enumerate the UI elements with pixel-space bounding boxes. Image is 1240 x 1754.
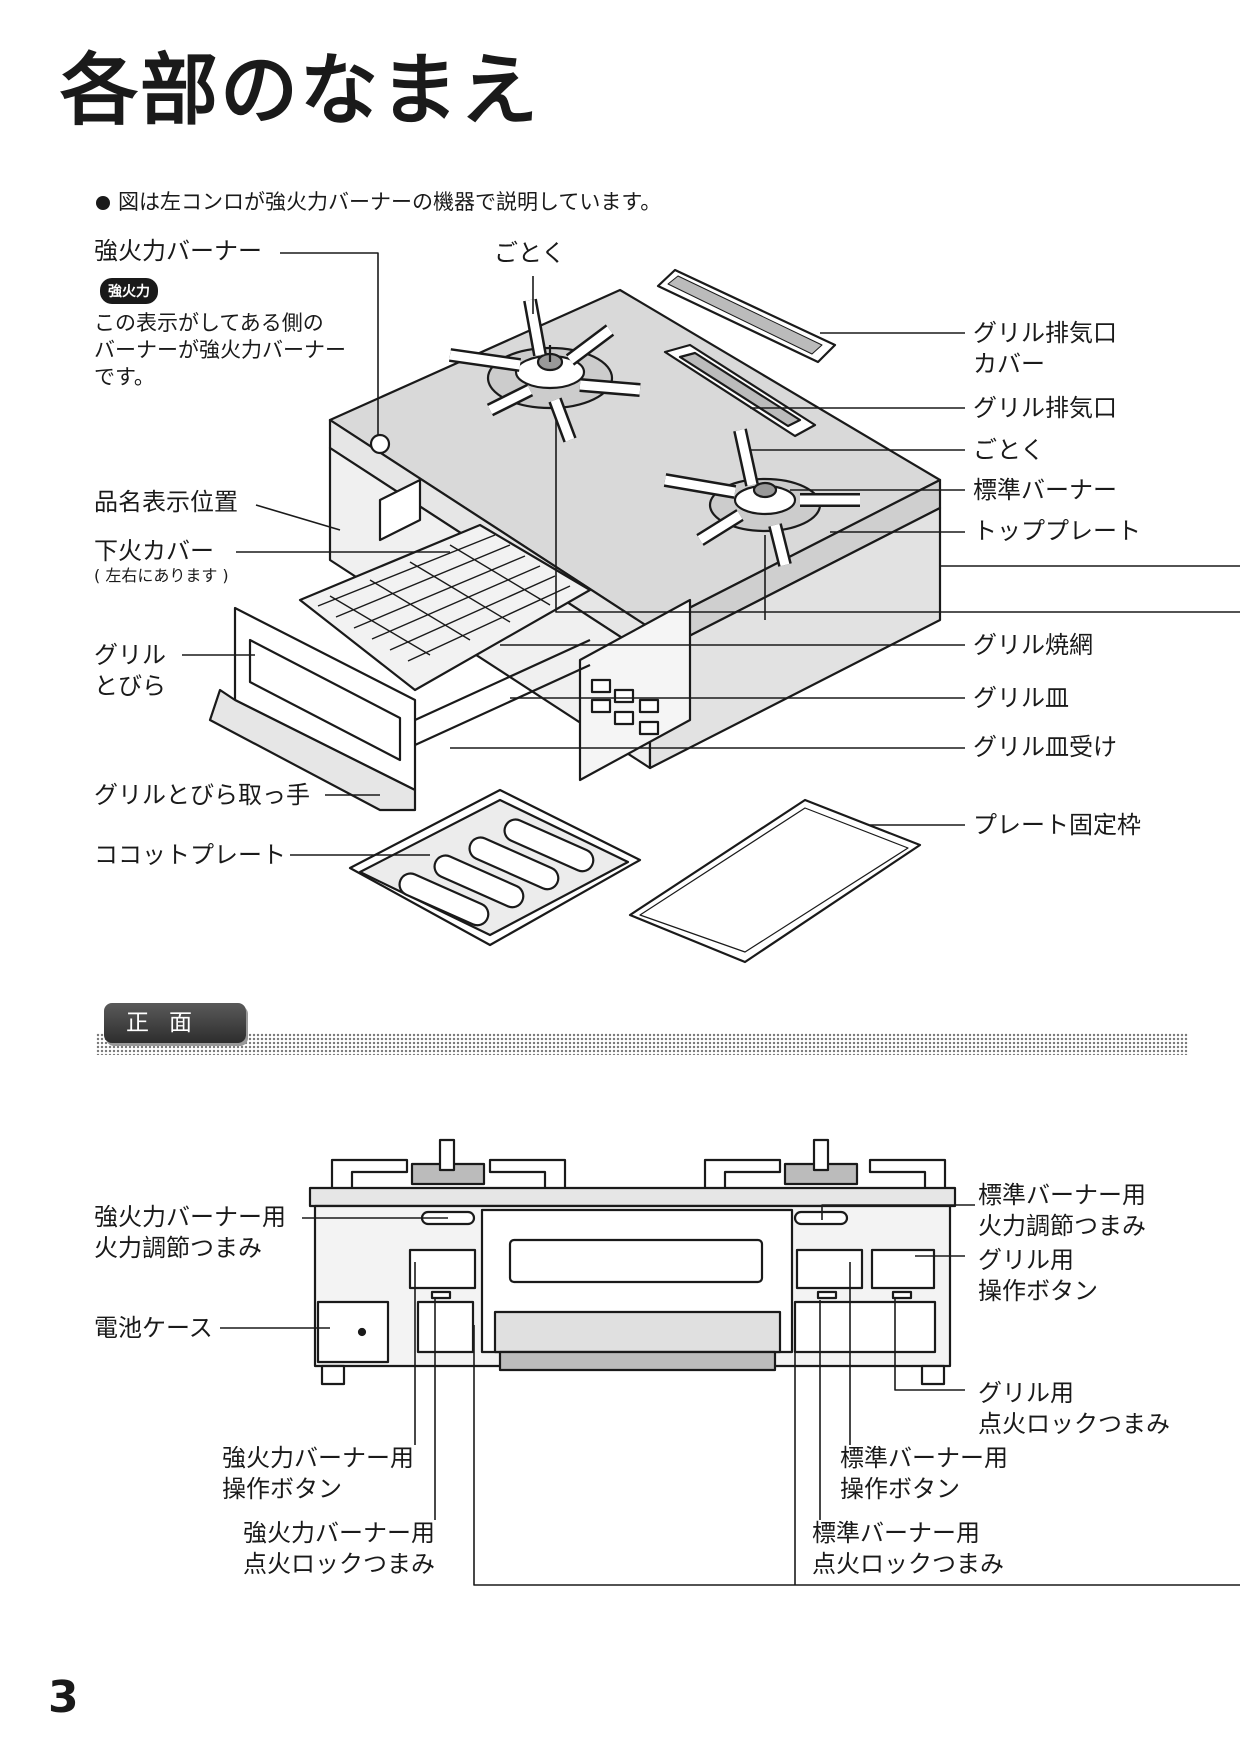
page-title: 各部のなまえ (60, 45, 541, 136)
label-strong-flame-knob: 強火力バーナー用 火力調節つまみ (94, 1203, 286, 1262)
page-number: 3 (48, 1672, 79, 1723)
standard-burner-art (663, 428, 860, 567)
label-lower-fire-cover-note: ( 左右にあります ) (94, 566, 229, 585)
label-strong-lock: 強火力バーナー用 点火ロックつまみ (243, 1519, 435, 1578)
label-grill-vent-cover: グリル排気口 カバー (973, 319, 1117, 378)
label-lower-fire-cover: 下火カバー (94, 537, 214, 565)
label-strong-burner: 強火力バーナー (94, 237, 262, 265)
label-cocotte-plate: ココットプレート (94, 841, 286, 869)
label-std-button: 標準バーナー用 操作ボタン (840, 1444, 1008, 1503)
grill-drawer-art (208, 523, 592, 812)
stove-body (328, 288, 942, 782)
leader-lines-front (220, 1204, 1240, 1586)
label-gotoku-right: ごとく (973, 436, 1045, 464)
label-strong-button: 強火力バーナー用 操作ボタン (222, 1444, 414, 1503)
label-std-flame-knob: 標準バーナー用 火力調節つまみ (978, 1181, 1146, 1240)
leader-lines-top (182, 252, 1240, 856)
front-view-art (308, 1138, 957, 1386)
label-battery-case: 電池ケース (94, 1314, 213, 1342)
label-std-lock: 標準バーナー用 点火ロックつまみ (812, 1519, 1004, 1578)
cocotte-plate-art (348, 788, 642, 947)
label-grill-vent: グリル排気口 (973, 394, 1117, 422)
bullet-icon (96, 196, 110, 210)
plate-frame-art (628, 798, 922, 964)
label-grill-button: グリル用 操作ボタン (978, 1246, 1098, 1305)
section-tab-front: 正面 (104, 1003, 246, 1043)
label-grill-pan: グリル皿 (973, 684, 1069, 712)
strong-burner-note: この表示がしてある側の バーナーが強火力バーナー です。 (94, 311, 346, 389)
label-grill-door-handle: グリルとびら取っ手 (94, 781, 310, 809)
label-grill-lock: グリル用 点火ロックつまみ (978, 1379, 1170, 1438)
label-gotoku-top: ごとく (494, 239, 566, 267)
label-grill-door: グリル とびら (94, 641, 166, 700)
intro-note-text: 図は左コンロが強火力バーナーの機器で説明しています。 (118, 190, 662, 214)
grill-vent-cover-art (656, 268, 837, 364)
label-model-position: 品名表示位置 (94, 488, 238, 516)
label-top-plate: トッププレート (973, 517, 1141, 545)
strong-burner-art (449, 298, 641, 443)
label-standard-burner: 標準バーナー (973, 476, 1117, 504)
label-plate-frame: プレート固定枠 (973, 811, 1141, 839)
label-grill-pan-holder: グリル皿受け (973, 733, 1117, 761)
strong-burner-badge: 強火力 (100, 278, 158, 304)
section-divider (96, 1033, 1188, 1055)
intro-note: 図は左コンロが強火力バーナーの機器で説明しています。 (96, 186, 661, 216)
label-grill-grate: グリル焼網 (973, 631, 1093, 659)
